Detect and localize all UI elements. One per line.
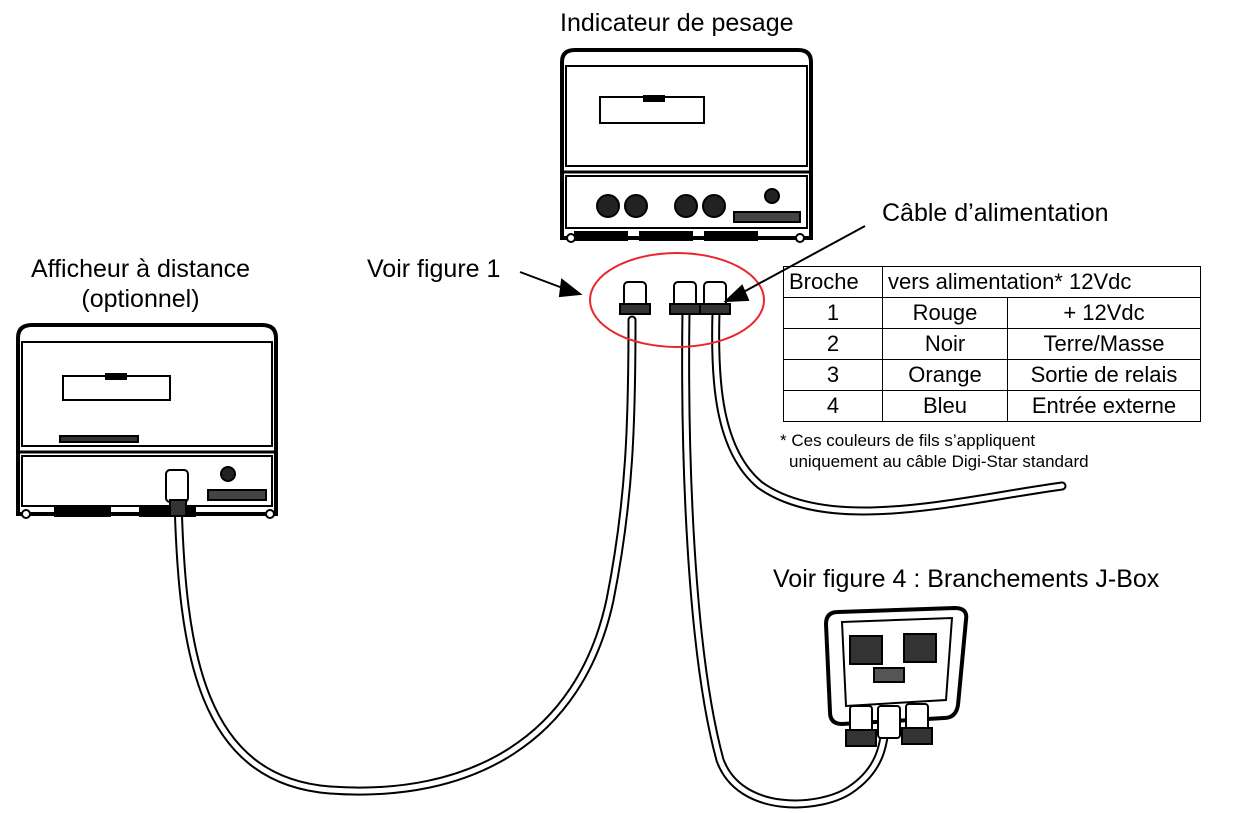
pin-table-header: Broche vers alimentation* 12Vdc bbox=[783, 266, 1201, 298]
connector-highlight-ellipse bbox=[589, 252, 765, 348]
remote-display-cable bbox=[173, 315, 637, 796]
jbox-cable bbox=[681, 305, 891, 809]
arrows bbox=[519, 225, 866, 303]
pin-number: 2 bbox=[783, 328, 883, 360]
jbox bbox=[823, 605, 969, 747]
pin-function: Sortie de relais bbox=[1007, 359, 1201, 391]
footnote: * Ces couleurs de fils s’appliquent uniq… bbox=[780, 430, 1089, 472]
table-row: 2 Noir Terre/Masse bbox=[783, 328, 1201, 360]
wire-color: Noir bbox=[882, 328, 1008, 360]
power-cable-label: Câble d’alimentation bbox=[882, 199, 1109, 227]
wire-color: Bleu bbox=[882, 390, 1008, 422]
power-cable bbox=[711, 307, 1067, 516]
pin-header: Broche bbox=[783, 266, 883, 298]
weighing-indicator bbox=[560, 48, 813, 243]
pin-function: Entrée externe bbox=[1007, 390, 1201, 422]
pin-table: Broche vers alimentation* 12Vdc 1 Rouge … bbox=[783, 266, 1201, 422]
table-row: 4 Bleu Entrée externe bbox=[783, 390, 1201, 422]
pin-number: 4 bbox=[783, 390, 883, 422]
pin-number: 1 bbox=[783, 297, 883, 329]
remote-display-label-line2: (optionnel) bbox=[81, 285, 200, 313]
indicator-label: Indicateur de pesage bbox=[560, 9, 794, 37]
power-cable-arrow bbox=[723, 225, 866, 303]
indicator-connectors bbox=[619, 281, 731, 315]
table-row: 1 Rouge + 12Vdc bbox=[783, 297, 1201, 329]
cables bbox=[173, 305, 1067, 809]
wire-color: Rouge bbox=[882, 297, 1008, 329]
table-row: 3 Orange Sortie de relais bbox=[783, 359, 1201, 391]
remote-display bbox=[16, 323, 278, 519]
power-header: vers alimentation* 12Vdc bbox=[882, 266, 1201, 298]
see-figure-1-arrow bbox=[519, 271, 583, 298]
remote-display-label-line1: Afficheur à distance bbox=[30, 255, 251, 283]
footnote-line1: * Ces couleurs de fils s’appliquent bbox=[780, 431, 1036, 450]
pin-number: 3 bbox=[783, 359, 883, 391]
wire-color: Orange bbox=[882, 359, 1008, 391]
see-figure-4-label: Voir figure 4 : Branchements J-Box bbox=[773, 565, 1160, 593]
footnote-line2: uniquement au câble Digi-Star standard bbox=[789, 452, 1089, 471]
pin-function: Terre/Masse bbox=[1007, 328, 1201, 360]
see-figure-1-label: Voir figure 1 bbox=[367, 255, 501, 283]
pin-function: + 12Vdc bbox=[1007, 297, 1201, 329]
